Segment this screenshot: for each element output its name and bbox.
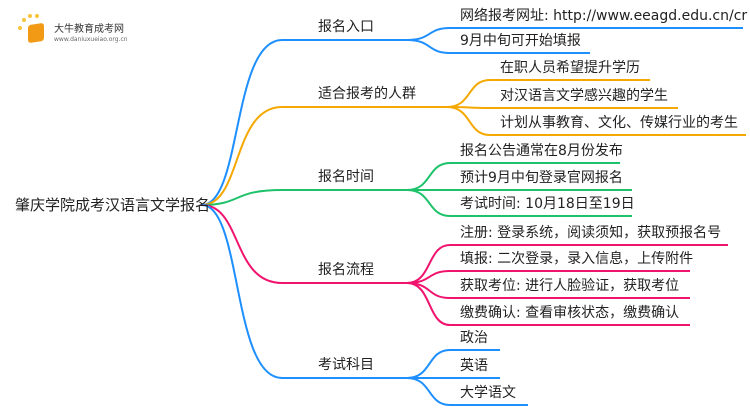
leaf-line [406,282,690,326]
leaf-line [446,106,746,136]
leaf-node: 9月中旬可开始填报 [460,33,581,49]
leaf-node: 在职人员希望提升学历 [500,60,640,76]
leaf-line [446,106,678,109]
logo-url: www.daniuxueiao.org.cn [54,36,128,43]
branch-node: 考试科目 [318,357,374,373]
book-icon [28,22,44,44]
branch-node: 报名入口 [318,19,374,35]
leaf-node: 填报: 二次登录，录入信息，上传附件 [460,251,694,267]
leaf-node: 计划从事教育、文化、传媒行业的考生 [500,115,738,131]
logo: 大牛教育成考网 www.daniuxueiao.org.cn [18,14,148,48]
branch-node: 报名时间 [318,169,374,185]
root-node: 肇庆学院成考汉语言文学报名 [15,196,211,214]
leaf-node: 政治 [460,330,488,346]
leaf-line [406,377,528,406]
leaf-node: 考试时间: 10月18日至19日 [460,196,635,212]
branch-node: 报名流程 [318,262,374,278]
leaf-node: 英语 [460,358,488,374]
leaf-line [406,39,590,54]
branch-line [201,204,407,284]
branch-node: 适合报考的人群 [318,86,416,102]
leaf-node: 大学语文 [460,385,516,401]
leaf-node: 报名公告通常在8月份发布 [460,143,623,159]
leaf-node: 预计9月中旬登录官网报名 [460,170,623,186]
logo-name: 大牛教育成考网 [54,24,124,35]
leaf-line [406,244,728,284]
leaf-node: 对汉语言文学感兴趣的学生 [500,88,668,104]
branch-line [201,106,447,206]
leaf-node: 获取考位: 进行人脸验证，获取考位 [460,278,680,294]
leaf-node: 网络报考网址: http://www.eeagd.edu.cn/cr [460,8,748,24]
branch-line [201,189,407,206]
leaf-node: 注册: 登录系统，阅读须知，获取预报名号 [460,225,722,241]
leaf-line [406,189,632,217]
branch-line [201,39,407,206]
leaf-node: 缴费确认: 查看审核状态，缴费确认 [460,305,680,321]
branch-line [201,204,407,379]
